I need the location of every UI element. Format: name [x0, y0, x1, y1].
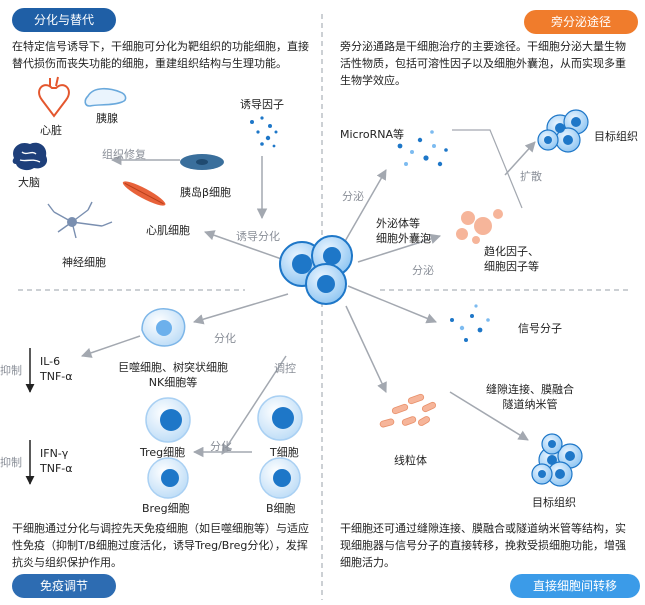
label-inhibit-1: 抑制	[0, 364, 22, 377]
microrna-dots	[397, 130, 448, 167]
heart-icon	[38, 76, 70, 118]
breg-cell-icon	[147, 457, 189, 499]
label-differentiate-treg: 分化	[210, 440, 232, 453]
bracket-line	[452, 129, 523, 209]
label-heart: 心脏	[40, 124, 62, 137]
label-cytokines-1: IL-6 TNF-α	[40, 355, 73, 383]
label-t-cell: T细胞	[270, 446, 299, 459]
mitochondria-icon	[379, 393, 437, 428]
label-inducer: 诱导因子	[240, 98, 284, 111]
label-mitochondria: 线粒体	[394, 454, 427, 467]
label-cytokines-2: IFN-γ TNF-α	[40, 447, 73, 475]
label-secrete-1: 分泌	[342, 190, 364, 203]
differentiate-arrow-up	[204, 230, 291, 263]
transfer-arrow	[449, 391, 529, 441]
target-tissue-icon-top	[537, 109, 589, 153]
label-inhibit-2: 抑制	[0, 456, 22, 469]
neuron-icon	[47, 201, 113, 239]
label-diffuse: 扩散	[520, 170, 542, 183]
t-cell-icon	[257, 395, 303, 441]
description-transfer: 干细胞还可通过缝隙连接、膜融合或隧道纳米管等结构，实现细胞器与信号分子的直接转移…	[340, 522, 626, 569]
label-innate-cells: 巨噬细胞、树突状细胞 NK细胞等	[118, 361, 228, 389]
diffuse-arrow	[504, 141, 536, 176]
brain-icon	[12, 142, 48, 171]
regulate-arrow	[221, 355, 287, 455]
section-title-differentiation: 分化与替代	[12, 8, 116, 32]
label-regulate: 调控	[274, 362, 296, 375]
signal-arrow	[347, 285, 437, 324]
macrophage-icon	[141, 308, 186, 347]
target-tissue-icon-bottom	[531, 433, 583, 487]
section-title-immune: 免疫调节	[12, 574, 116, 598]
innate-to-cytokine-arrow	[81, 335, 141, 358]
inducer-dots	[250, 116, 278, 148]
label-differentiate-innate: 分化	[214, 332, 236, 345]
label-induced-differentiation: 诱导分化	[236, 230, 280, 243]
mito-arrow	[345, 305, 387, 393]
beta-cell-icon	[180, 154, 224, 170]
label-tissue-repair: 组织修复	[102, 148, 146, 161]
section-title-paracrine: 旁分泌途径	[524, 10, 638, 34]
label-secrete-2: 分泌	[412, 264, 434, 277]
cardiomyocyte-icon	[122, 181, 166, 206]
section-title-transfer: 直接细胞间转移	[510, 574, 640, 598]
description-immune: 干细胞通过分化与调控先天免疫细胞（如巨噬细胞等）与适应性免疫（抑制T/B细胞过度…	[12, 522, 309, 569]
differentiate-arrow-innate	[192, 293, 289, 325]
label-neuron: 神经细胞	[62, 256, 106, 269]
description-differentiation: 在特定信号诱导下，干细胞可分化为靶组织的功能细胞，直接替代损伤而丧失功能的细胞，…	[12, 40, 309, 70]
label-junction: 缝隙连接、膜融合 隧道纳米管	[486, 383, 574, 411]
label-beta-cell: 胰岛β细胞	[180, 186, 232, 199]
label-target-bottom: 目标组织	[532, 496, 576, 509]
label-vesicles: 外泌体等 细胞外囊泡	[376, 217, 431, 245]
pancreas-icon	[84, 87, 127, 107]
label-treg: Treg细胞	[140, 446, 186, 459]
label-microrna: MicroRNA等	[340, 128, 405, 141]
label-brain: 大脑	[18, 176, 40, 189]
description-paracrine: 旁分泌通路是干细胞治疗的主要途径。干细胞分泌大量生物活性物质，包括可溶性因子以及…	[340, 40, 626, 87]
treg-cell-icon	[145, 397, 191, 443]
signal-molecule-dots	[450, 304, 490, 342]
secrete-arrow-2	[357, 233, 442, 263]
label-target-top: 目标组织	[594, 130, 638, 143]
label-pancreas: 胰腺	[96, 112, 118, 125]
label-b-cell: B细胞	[266, 502, 296, 515]
stem-cell-icon	[279, 235, 353, 305]
label-signal-molecule: 信号分子	[518, 322, 562, 335]
b-cell-icon	[259, 457, 301, 499]
secrete-arrow-1	[339, 169, 387, 251]
label-breg: Breg细胞	[142, 502, 190, 515]
label-factors: 趋化因子、 细胞因子等	[484, 245, 539, 273]
label-cardiomyocyte: 心肌细胞	[146, 224, 190, 237]
factor-blobs	[456, 209, 503, 244]
